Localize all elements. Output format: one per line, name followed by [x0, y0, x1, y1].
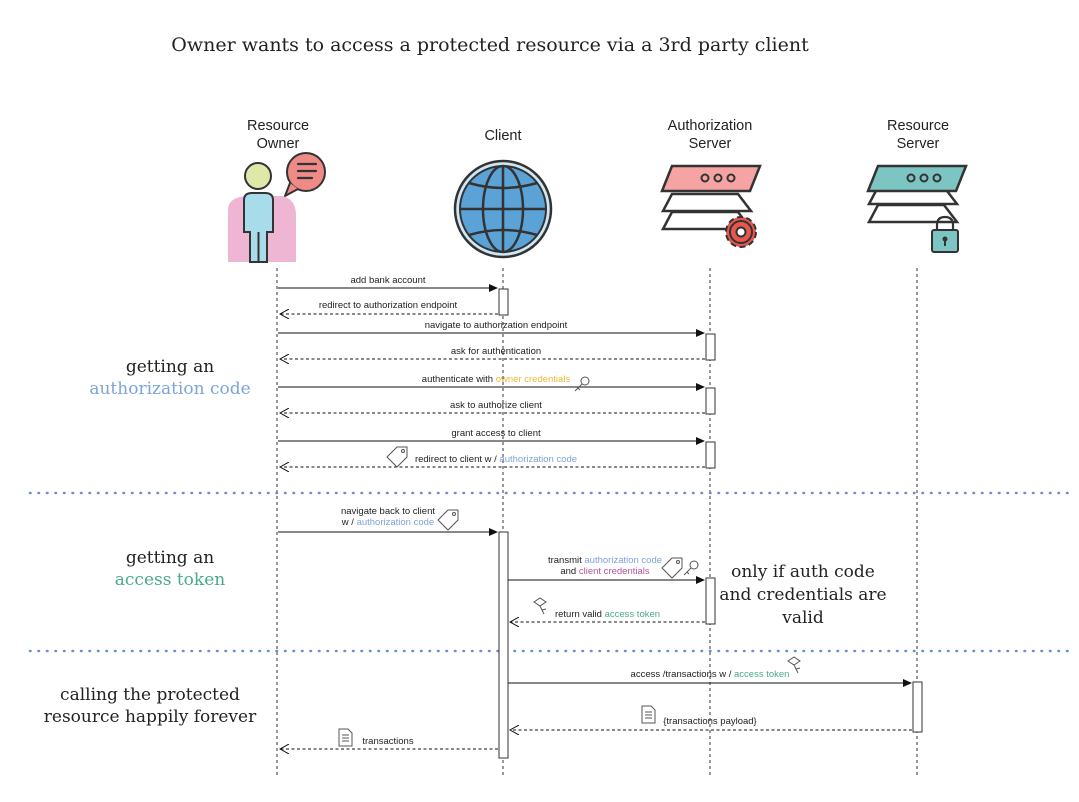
message-text: authenticate with: [421, 374, 496, 385]
message-label: ask to authorize client: [450, 400, 542, 411]
tag-icon: [661, 557, 683, 579]
message-label: ask for authentication: [450, 346, 542, 357]
actor-label-resource-server: Resource Server: [886, 118, 950, 152]
activation-auth-4: [705, 577, 716, 625]
phase-line: getting an: [125, 357, 215, 377]
gear-icon: [725, 216, 757, 248]
message-text: access /transactions w /: [630, 669, 735, 680]
key-icon: [683, 560, 699, 576]
server-stack-icon: [866, 164, 968, 224]
message-label: authenticate with owner credentials: [288, 374, 704, 385]
message-label: transmit authorization code and client c…: [510, 555, 700, 577]
message-label: navigate to authorization endpoint: [424, 320, 568, 331]
key-icon: [787, 656, 801, 674]
tag-icon: [437, 509, 459, 531]
diagram-title: Owner wants to access a protected resour…: [171, 34, 809, 56]
owner-credentials-text: owner credentials: [495, 374, 571, 385]
key-icon: [533, 597, 547, 615]
phase-line: getting an: [125, 548, 215, 568]
message-label: transactions: [362, 736, 414, 747]
message-label: navigate back to client w / authorizatio…: [288, 506, 488, 528]
phase-label-authorization-code: getting an authorization code: [60, 356, 280, 400]
person-icon: [228, 162, 296, 263]
actor-label-authorization-server: Authorization Server: [667, 118, 753, 152]
message-text: and: [560, 566, 579, 577]
message-text: return valid: [554, 609, 605, 620]
access-token-text: access token: [734, 669, 790, 680]
phase-highlight: authorization code: [89, 379, 251, 399]
authorization-code-text: authorization code: [584, 555, 663, 566]
client-credentials-text: client credentials: [578, 566, 650, 577]
activation-auth-2: [705, 387, 716, 415]
message-icons: [338, 376, 801, 747]
message-label: access /transactions w / access token: [510, 669, 910, 680]
globe-icon: [453, 159, 553, 259]
tag-icon: [386, 446, 408, 468]
key-icon: [574, 376, 590, 392]
message-label: redirect to authorization endpoint: [318, 300, 458, 311]
phase-line: calling the protected: [60, 685, 240, 705]
activation-auth-3: [705, 441, 716, 469]
actor-label-client: Client: [484, 128, 522, 144]
document-icon: [641, 705, 656, 724]
message-arrows: [278, 284, 912, 749]
validation-note: only if auth code and credentials are va…: [719, 562, 887, 628]
message-label: {transactions payload}: [663, 716, 757, 727]
activation-resource-1: [912, 681, 923, 733]
access-token-text: access token: [604, 609, 661, 620]
activation-client-2: [498, 531, 509, 759]
phase-label-access-token: getting an access token: [60, 547, 280, 591]
speech-bubble-icon: [284, 152, 326, 197]
authorization-code-text: authorization code: [356, 517, 435, 528]
lock-icon: [931, 215, 959, 253]
activation-client-1: [498, 288, 509, 316]
message-text: transmit: [547, 555, 585, 566]
message-label: grant access to client: [451, 428, 541, 439]
actor-label-resource-owner: Resource Owner: [246, 118, 310, 152]
phase-line: resource happily forever: [43, 707, 257, 727]
activation-auth-1: [705, 333, 716, 361]
message-text: w /: [341, 517, 357, 528]
message-label: add bank account: [350, 275, 426, 286]
message-label: return valid access token: [510, 609, 705, 620]
authorization-code-text: authorization code: [499, 454, 578, 465]
activation-bars: [498, 288, 923, 759]
document-icon: [338, 728, 353, 747]
phase-label-protected-resource: calling the protected resource happily f…: [30, 684, 270, 728]
message-label: redirect to client w / authorization cod…: [288, 454, 704, 465]
message-text: redirect to client w /: [414, 454, 500, 465]
phase-highlight: access token: [114, 570, 226, 590]
message-text: navigate back to client: [340, 506, 435, 517]
